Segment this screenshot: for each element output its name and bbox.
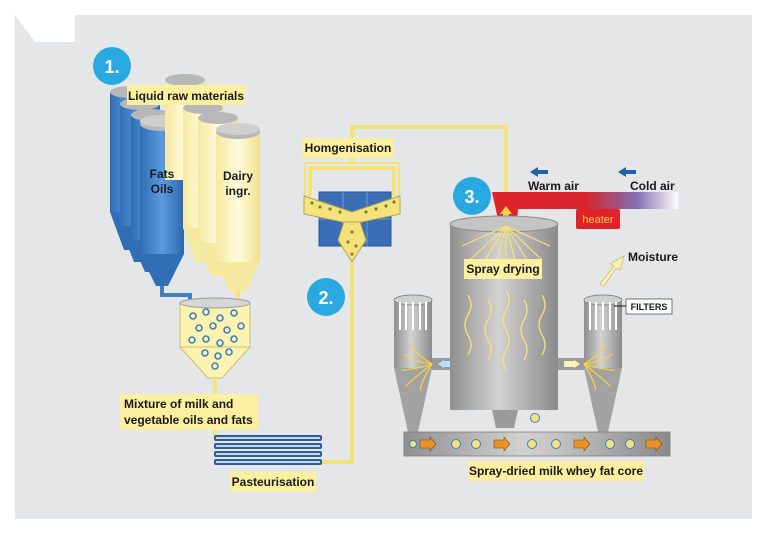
cold-air-label: Cold air xyxy=(630,179,675,193)
svg-text:vegetable oils and fats: vegetable oils and fats xyxy=(124,413,253,427)
right-cyclone-flow xyxy=(583,343,615,391)
step-3-badge: 3. xyxy=(453,177,491,215)
svg-text:Pasteurisation: Pasteurisation xyxy=(232,475,315,489)
label-mixture: Mixture of milk and vegetable oils and f… xyxy=(120,394,258,430)
moisture-label: Moisture xyxy=(628,250,678,264)
fat-oil-silos xyxy=(110,86,184,286)
step-1-badge: 1. xyxy=(93,47,131,85)
label-product: Spray-dried milk whey fat core xyxy=(468,461,644,481)
svg-text:3.: 3. xyxy=(464,187,479,207)
flow-arrows xyxy=(419,436,663,452)
svg-text:1.: 1. xyxy=(104,57,119,77)
cold-air-arrow xyxy=(618,167,636,177)
dairy-silos xyxy=(165,74,260,292)
svg-text:Mixture of milk and: Mixture of milk and xyxy=(124,397,233,411)
fats-label: Fats xyxy=(150,167,175,181)
oils-label: Oils xyxy=(151,182,174,196)
svg-text:Liquid raw materials: Liquid raw materials xyxy=(128,89,244,103)
warm-air-arrow xyxy=(530,167,548,177)
left-cyclone-flow xyxy=(401,343,433,391)
svg-text:Spray-dried milk whey fat core: Spray-dried milk whey fat core xyxy=(469,464,643,478)
svg-text:2.: 2. xyxy=(318,288,333,308)
silo-cream-front xyxy=(216,123,260,292)
label-homogenisation: Homgenisation xyxy=(302,138,394,158)
moisture-arrow xyxy=(599,255,625,287)
ingr-label: ingr. xyxy=(225,184,250,198)
svg-text:Homgenisation: Homgenisation xyxy=(305,141,392,155)
homogeniser xyxy=(303,162,401,263)
silo-blue-front xyxy=(140,115,184,286)
heater-box xyxy=(576,209,620,229)
dairy-label: Dairy xyxy=(223,169,253,183)
spray-dryer-chamber xyxy=(449,215,559,428)
label-filters: FILTERS xyxy=(625,298,673,315)
warm-air-label: Warm air xyxy=(528,179,579,193)
right-cyclone xyxy=(558,294,623,432)
label-liquid-raw-materials: Liquid raw materials xyxy=(127,85,245,105)
step-2-badge: 2. xyxy=(307,278,345,316)
pasteurised-pipe xyxy=(322,262,354,464)
pasteuriser-coil xyxy=(214,435,322,465)
air-duct xyxy=(492,192,678,229)
airflow-waves xyxy=(464,289,546,371)
mixing-bubbles xyxy=(188,308,245,370)
left-cyclone xyxy=(393,294,450,432)
label-pasteurisation: Pasteurisation xyxy=(230,472,316,492)
svg-text:Spray drying: Spray drying xyxy=(466,262,539,276)
heater-label: heater xyxy=(582,214,614,226)
label-spray-drying: Spray drying xyxy=(464,259,542,279)
product-particles xyxy=(409,413,635,449)
svg-text:FILTERS: FILTERS xyxy=(631,302,668,312)
folded-corner xyxy=(15,15,62,42)
